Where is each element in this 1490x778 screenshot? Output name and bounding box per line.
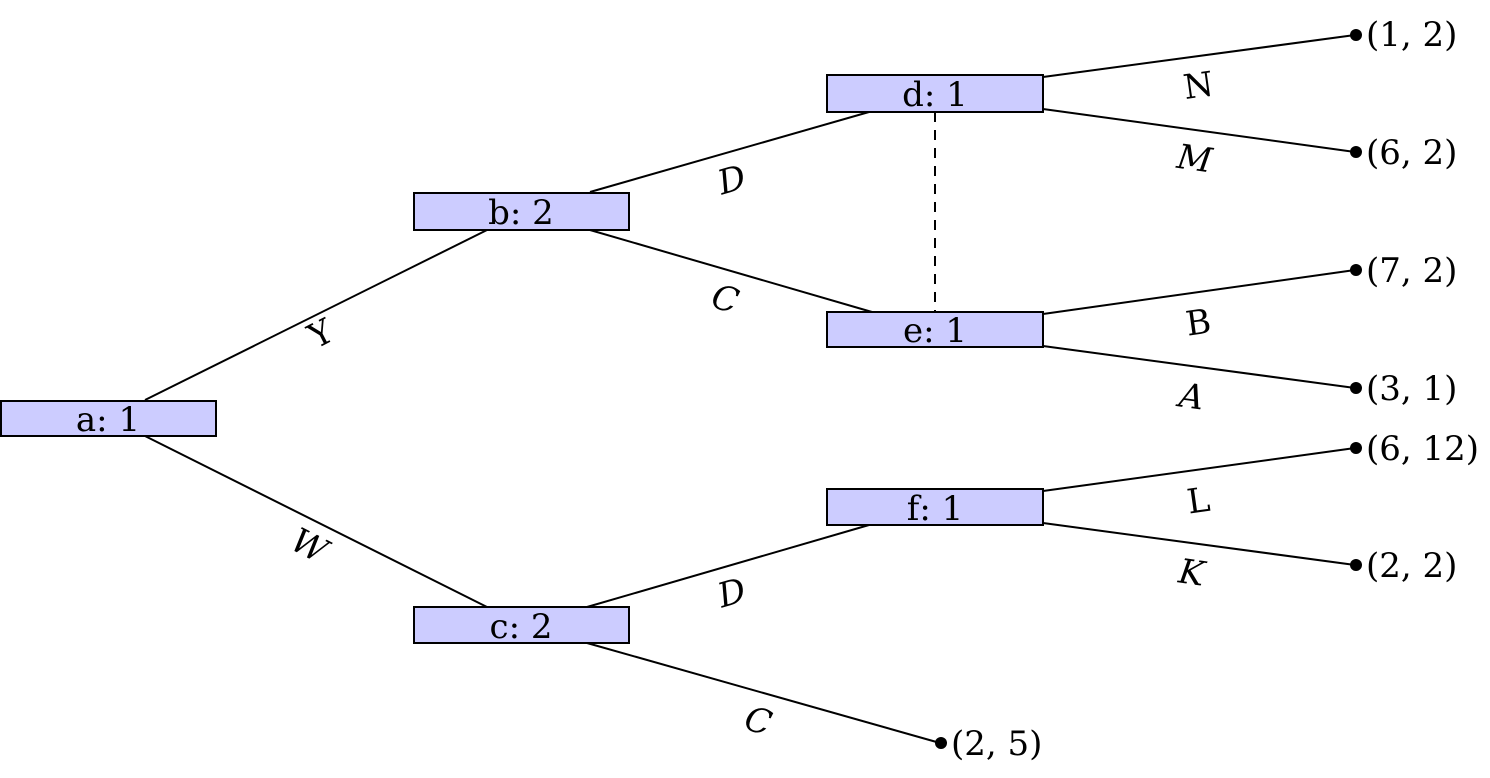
node-e: e: 1 bbox=[826, 311, 1044, 351]
terminal-dot-f-1 bbox=[1350, 442, 1362, 454]
node-c-label: c: 2 bbox=[490, 607, 553, 647]
payoff-d-1: (1, 2) bbox=[1366, 15, 1457, 55]
edge-label-b-d: D bbox=[712, 157, 750, 203]
edge-d-terminal-1 bbox=[1042, 34, 1356, 78]
edge-label-c-f: D bbox=[712, 570, 750, 616]
edge-label-d-terminal-2: M bbox=[1174, 137, 1216, 182]
edge-label-a-b: Y bbox=[301, 311, 341, 358]
edge-label-f-terminal-2: K bbox=[1175, 551, 1209, 595]
edge-label-e-terminal-2: A bbox=[1174, 375, 1207, 418]
edge-a-b bbox=[144, 229, 488, 401]
node-f-label: f: 1 bbox=[907, 489, 963, 529]
node-d: d: 1 bbox=[826, 74, 1044, 115]
edge-e-terminal-1 bbox=[1042, 269, 1356, 315]
node-b: b: 2 bbox=[413, 192, 630, 233]
edge-c-terminal bbox=[586, 642, 941, 744]
node-f: f: 1 bbox=[826, 488, 1044, 529]
node-d-label: d: 1 bbox=[902, 75, 968, 115]
payoff-e-2: (3, 1) bbox=[1366, 369, 1457, 409]
terminal-dot-d-1 bbox=[1350, 29, 1362, 41]
edge-d-terminal-2 bbox=[1042, 108, 1356, 153]
node-b-box bbox=[413, 192, 630, 231]
terminal-dot-c bbox=[935, 737, 947, 749]
edge-b-e bbox=[589, 229, 873, 313]
node-c-box bbox=[413, 606, 630, 644]
edge-c-f bbox=[586, 524, 870, 608]
edge-b-d bbox=[589, 111, 870, 193]
payoff-e-1: (7, 2) bbox=[1366, 251, 1457, 291]
node-e-box bbox=[826, 311, 1044, 348]
edge-f-terminal-2 bbox=[1042, 522, 1356, 566]
payoff-f-1: (6, 12) bbox=[1366, 429, 1479, 469]
edge-f-terminal-1 bbox=[1042, 447, 1356, 492]
payoff-f-2: (2, 2) bbox=[1366, 546, 1457, 586]
node-b-label: b: 2 bbox=[488, 193, 554, 233]
terminal-dot-e-2 bbox=[1350, 382, 1362, 394]
payoff-d-2: (6, 2) bbox=[1366, 133, 1457, 173]
edge-label-e-terminal-1: B bbox=[1183, 302, 1213, 345]
payoff-c: (2, 5) bbox=[951, 724, 1042, 764]
node-a: a: 1 bbox=[0, 400, 217, 440]
node-e-label: e: 1 bbox=[903, 311, 967, 351]
node-a-box bbox=[0, 400, 217, 437]
edge-label-b-e: C bbox=[707, 277, 743, 323]
edge-a-c bbox=[144, 435, 488, 608]
terminal-dot-f-2 bbox=[1350, 559, 1362, 571]
edge-e-terminal-2 bbox=[1042, 345, 1356, 389]
node-f-box bbox=[826, 488, 1044, 526]
node-c: c: 2 bbox=[413, 606, 630, 647]
terminal-dot-d-2 bbox=[1350, 146, 1362, 158]
node-d-box bbox=[826, 74, 1044, 113]
terminal-dot-e-1 bbox=[1350, 264, 1362, 276]
node-a-label: a: 1 bbox=[76, 400, 140, 440]
edge-label-d-terminal-1: N bbox=[1181, 64, 1216, 108]
edge-label-c-terminal: C bbox=[740, 699, 776, 745]
edge-label-f-terminal-1: L bbox=[1185, 480, 1213, 523]
